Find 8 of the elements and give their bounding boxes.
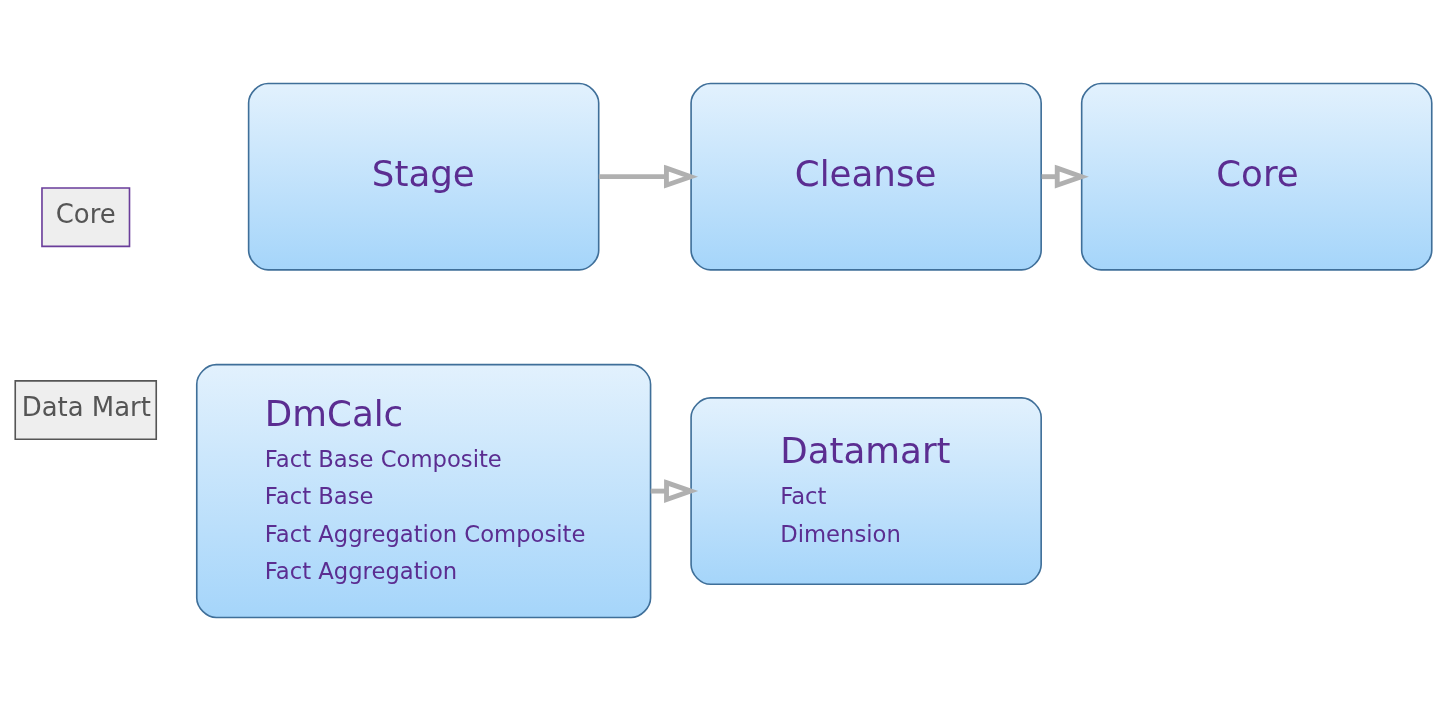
arrow [598, 164, 699, 189]
node-box: Stage [247, 82, 600, 271]
node-box: Data Mart [14, 380, 158, 441]
node-box: Datamart Fact Dimension [690, 397, 1042, 586]
node-box: Cleanse [690, 82, 1042, 271]
node-box: Core [1080, 82, 1433, 271]
node-box: Core [41, 187, 131, 248]
node-box: DmCalc Fact Base Composite Fact Base Fact Aggregation Composite Fact Aggregation [195, 363, 652, 619]
